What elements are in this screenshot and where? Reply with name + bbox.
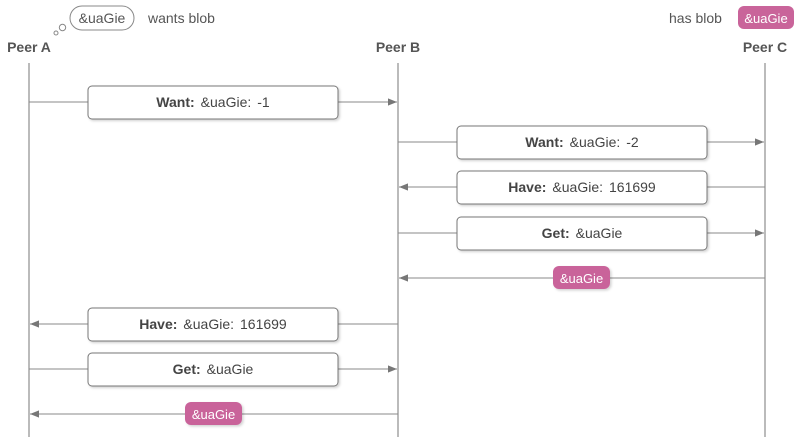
message-kind: Want: bbox=[525, 134, 563, 150]
message-box bbox=[456, 216, 708, 251]
thought-blob-ref: &uaGie bbox=[79, 10, 126, 26]
message-blob-c-to-b: &uaGie bbox=[399, 266, 765, 289]
blob-badge bbox=[185, 402, 242, 425]
svg-text:Want:&uaGie:-2: Want: &uaGie: -2 bbox=[525, 134, 639, 150]
message-ref: &uaGie: bbox=[570, 134, 621, 150]
message-kind: Want: bbox=[156, 94, 194, 110]
peer-c-label: Peer C bbox=[743, 39, 787, 55]
message-want-a-to-b: Want: &uaGie: -1 bbox=[29, 85, 397, 120]
svg-text:Have:&uaGie:161699: Have: &uaGie: 161699 bbox=[139, 316, 287, 332]
blob-badge bbox=[553, 266, 610, 289]
message-blob-b-to-a: &uaGie bbox=[30, 402, 398, 425]
message-box bbox=[87, 85, 339, 120]
message-value: -1 bbox=[257, 94, 270, 110]
message-want-b-to-c: Want: &uaGie: -2 bbox=[398, 125, 764, 160]
message-get-b-to-c: Get: &uaGie bbox=[398, 216, 764, 251]
message-ref: &uaGie bbox=[576, 225, 623, 241]
message-kind: Have: bbox=[508, 179, 546, 195]
message-kind: Get: bbox=[173, 361, 201, 377]
message-box bbox=[87, 352, 339, 387]
message-have-b-to-a: Have: &uaGie: 161699 bbox=[30, 307, 398, 342]
message-kind: Have: bbox=[139, 316, 177, 332]
message-value: 161699 bbox=[240, 316, 287, 332]
message-ref: &uaGie: bbox=[552, 179, 603, 195]
message-value: -2 bbox=[626, 134, 639, 150]
blob-ref: &uaGie bbox=[560, 271, 603, 286]
wants-blob-note: wants blob bbox=[147, 10, 215, 26]
has-blob-badge: &uaGie bbox=[738, 6, 794, 29]
message-box bbox=[456, 170, 708, 205]
message-value: 161699 bbox=[609, 179, 656, 195]
message-kind: Get: bbox=[542, 225, 570, 241]
message-ref: &uaGie: bbox=[201, 94, 252, 110]
message-ref: &uaGie: bbox=[183, 316, 234, 332]
thought-bubble: &uaGie bbox=[53, 5, 135, 36]
peer-b-label: Peer B bbox=[376, 39, 420, 55]
svg-text:Get:&uaGie: Get: &uaGie bbox=[542, 225, 623, 241]
message-ref: &uaGie bbox=[207, 361, 254, 377]
peer-a-label: Peer A bbox=[7, 39, 51, 55]
has-blob-note: has blob bbox=[669, 10, 722, 26]
message-get-a-to-b: Get: &uaGie bbox=[29, 352, 397, 387]
message-have-c-to-b: Have: &uaGie: 161699 bbox=[399, 170, 765, 205]
message-box bbox=[87, 307, 339, 342]
svg-text:Want:&uaGie:-1: Want: &uaGie: -1 bbox=[156, 94, 270, 110]
blob-ref: &uaGie bbox=[192, 407, 235, 422]
message-box bbox=[456, 125, 708, 160]
svg-text:Get:&uaGie: Get: &uaGie bbox=[173, 361, 254, 377]
has-blob-ref: &uaGie bbox=[744, 11, 787, 26]
svg-text:Have:&uaGie:161699: Have: &uaGie: 161699 bbox=[508, 179, 656, 195]
